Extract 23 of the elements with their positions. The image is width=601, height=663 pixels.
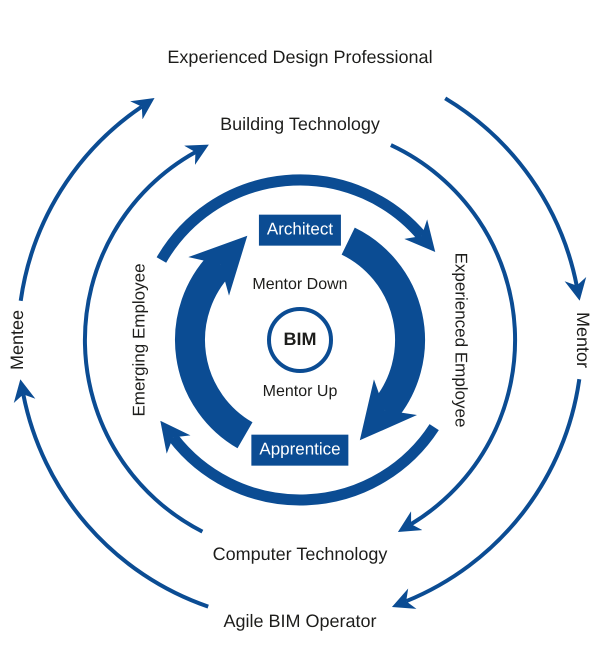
arrow xyxy=(14,380,209,608)
ring-label: Mentee xyxy=(8,310,28,370)
arrow xyxy=(392,378,582,608)
ring-label: Agile BIM Operator xyxy=(223,612,377,632)
arrow xyxy=(340,228,425,442)
ring-label: Computer Technology xyxy=(212,545,388,565)
arrow xyxy=(83,144,208,534)
arrow xyxy=(159,422,439,506)
ring-label: Experienced Design Professional xyxy=(167,48,433,68)
inner-label: Mentor Up xyxy=(262,383,338,401)
ring-label: Experienced Employee xyxy=(450,252,470,428)
arrow xyxy=(18,97,154,302)
arrow xyxy=(175,234,254,448)
inner-label: Mentor Down xyxy=(252,276,348,294)
arrow-band-label: Architect xyxy=(258,214,342,246)
arrow xyxy=(444,96,586,300)
ring-label: Building Technology xyxy=(220,115,380,135)
ring-label: Emerging Employee xyxy=(130,263,150,417)
arrow xyxy=(156,174,436,264)
ring-label: Mentor xyxy=(572,312,592,368)
center-circle: BIM xyxy=(267,307,333,373)
arrow xyxy=(390,143,517,533)
arrow-band-label: Apprentice xyxy=(251,434,349,466)
